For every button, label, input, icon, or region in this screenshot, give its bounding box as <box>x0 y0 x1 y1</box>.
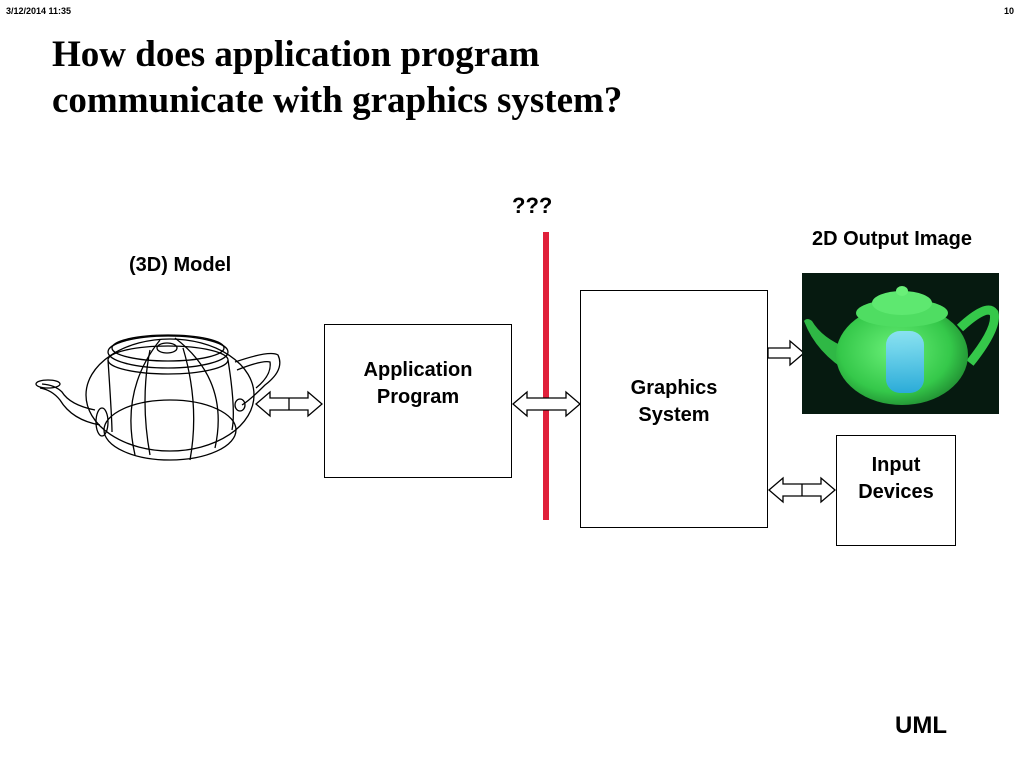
graphics-system-box: Graphics System <box>580 290 768 528</box>
graphics-system-label: Graphics System <box>630 377 718 426</box>
application-program-label: Application Program <box>363 359 473 408</box>
output-image-teapot <box>802 273 999 414</box>
input-devices-box: Input Devices <box>836 435 956 546</box>
title-line-1: How does application program <box>52 34 540 75</box>
output-image-label: 2D Output Image <box>812 228 973 250</box>
input-devices-label: Input Devices <box>858 454 934 503</box>
slide-page-number: 10 <box>1003 6 1014 16</box>
wireframe-teapot <box>35 334 281 461</box>
unknown-interface-label: ??? <box>512 193 553 218</box>
application-program-box: Application Program <box>324 324 512 478</box>
slide-title: How does application program communicate… <box>52 32 812 124</box>
model-label: (3D) Model <box>129 254 232 276</box>
double-arrow-model-app <box>255 390 323 418</box>
double-arrow-app-graphics <box>512 390 581 418</box>
slide-date: 3/12/2014 11:35 <box>6 6 72 16</box>
title-line-2: communicate with graphics system? <box>52 80 623 121</box>
double-arrow-graphics-input <box>768 476 836 504</box>
footer-uml: UML <box>895 712 947 739</box>
arrow-graphics-output <box>767 339 805 367</box>
